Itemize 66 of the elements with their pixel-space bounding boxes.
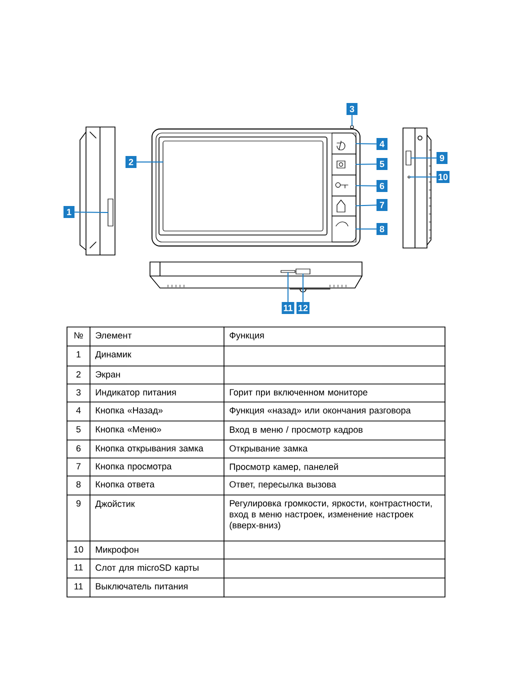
- callout-number: 8: [376, 223, 388, 235]
- table-cell: 8: [76, 481, 81, 488]
- menu-button: [332, 154, 356, 176]
- table-cell: Горит при включенном мониторе: [230, 389, 368, 398]
- table-cell: 7: [76, 463, 81, 470]
- callout-number: 3: [346, 103, 358, 115]
- screen: [162, 140, 324, 232]
- leader-line: [356, 143, 377, 144]
- table-cell: Экран: [96, 371, 120, 380]
- table-cell: №: [74, 332, 83, 338]
- joystick: [406, 150, 412, 166]
- callout-number: 6: [376, 180, 388, 192]
- table-cell: 9: [76, 500, 81, 507]
- indicator-light: [350, 125, 354, 129]
- table-cell: Элемент: [96, 332, 132, 339]
- power-switch: [296, 268, 310, 274]
- table-cell: Индикатор питания: [96, 389, 176, 398]
- table-cell: Выключатель питания: [96, 583, 188, 590]
- callout-number: 2: [126, 156, 136, 168]
- table-cell: Регулировка громкости, яркости, контрастности, вход в меню настроек, изменение настроек (вверх-вниз): [230, 500, 432, 530]
- table-cell: Просмотр камер, панелей: [230, 463, 338, 472]
- table-cell: Кнопка «Назад»: [96, 407, 163, 416]
- callout-number: 12: [296, 302, 310, 314]
- speaker-grille: [108, 198, 114, 226]
- leader-line: [302, 274, 304, 302]
- callout-number: 11: [282, 302, 294, 314]
- callout-number: 1: [64, 206, 74, 218]
- table-cell: Функция «назад» или окончания разговора: [230, 407, 411, 416]
- callout-number: 10: [436, 171, 450, 183]
- leader-line: [356, 204, 377, 206]
- card-slot: [280, 270, 296, 273]
- table-cell: Динамик: [95, 351, 132, 360]
- table-cell: Ответ, пересылка вызова: [230, 481, 336, 490]
- callout-number: 7: [376, 199, 388, 211]
- microphone-hole: [408, 176, 410, 178]
- unlock-button: [332, 174, 356, 196]
- callout-number: 5: [376, 158, 388, 170]
- table-cell: 3: [76, 389, 81, 396]
- table-cell: 11: [74, 583, 83, 590]
- table-cell: 1: [76, 351, 81, 358]
- table-cell: Слот для microSD карты: [96, 564, 198, 573]
- table-cell: 11: [74, 564, 83, 570]
- table-cell: Вход в меню / просмотр кадров: [230, 426, 363, 435]
- table-cell: Джойстик: [95, 500, 135, 509]
- answer-button: [332, 216, 356, 242]
- leader-line: [356, 185, 377, 186]
- table-cell: Кнопка просмотра: [96, 463, 172, 472]
- table-cell: Открывание замка: [230, 445, 308, 454]
- table-cell: Функция: [230, 332, 264, 340]
- view-button: [332, 196, 356, 216]
- table-cell: 6: [76, 445, 81, 452]
- table-cell: 10: [74, 546, 84, 553]
- leader-line: [356, 164, 377, 165]
- table-cell: Кнопка «Меню»: [96, 426, 162, 432]
- table-cell: 4: [76, 407, 81, 414]
- callout-number: 4: [376, 138, 388, 150]
- table-cell: Микрофон: [96, 546, 138, 555]
- table-cell: 2: [76, 371, 81, 378]
- leader-line: [74, 212, 108, 213]
- leader-line: [410, 176, 437, 178]
- table-cell: Кнопка ответа: [96, 481, 155, 488]
- table-cell: 5: [76, 426, 81, 432]
- table-cell: Кнопка открывания замка: [96, 445, 204, 454]
- callout-number: 9: [436, 152, 448, 164]
- leader-line: [356, 228, 377, 230]
- back-button: [332, 132, 356, 154]
